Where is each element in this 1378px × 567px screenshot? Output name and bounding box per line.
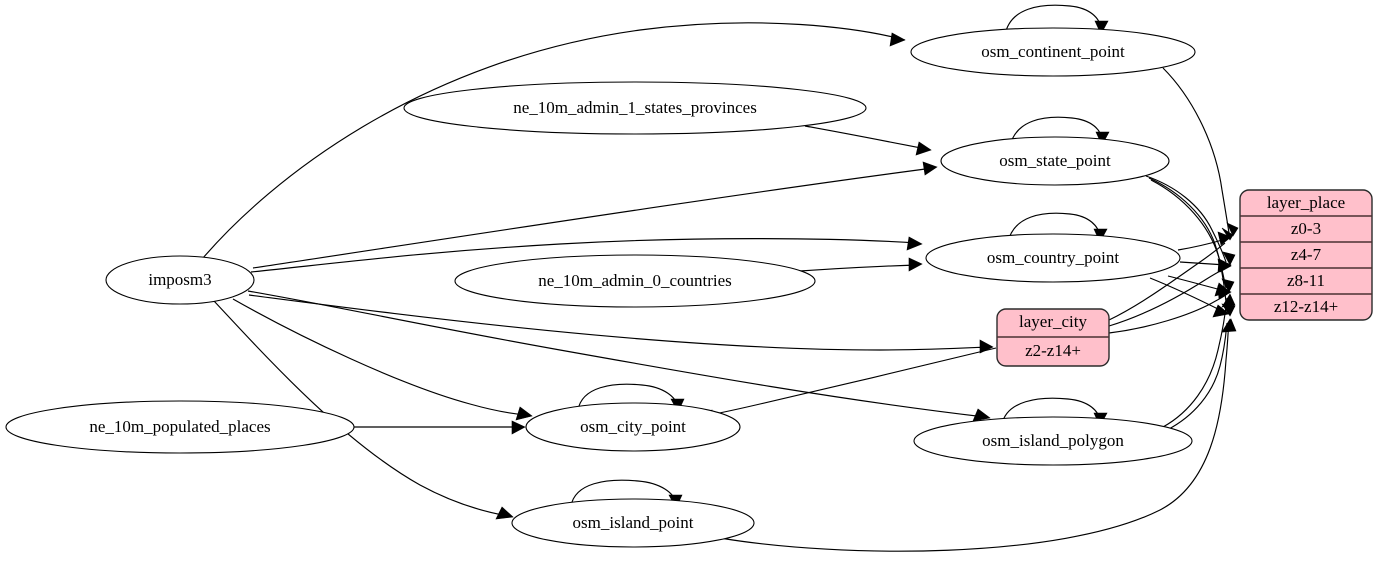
node-ne_10m_admin_0_countries[interactable]: ne_10m_admin_0_countries [454,254,816,308]
layer_place-row-z0-3-label: z0-3 [1291,219,1321,238]
edge-osm_island_point-to-layer_place-z12-z14 [719,318,1237,552]
node-layer_place[interactable]: layer_place z0-3 z4-7 z8-11 z12-z14+ [1239,189,1373,321]
edge-imposm3-to-osm_continent_point [202,22,906,259]
edge-layer_city-to-layer_place-z0-3 [1108,227,1234,321]
edge-ne_10m_admin_0_countries-to-osm_country_point [799,257,923,272]
edge-ne_10m_admin_1_states_provinces-to-osm_state_point [804,125,932,156]
node-osm_city_point[interactable]: osm_city_point [525,402,741,452]
layer_place-row-z4-7-label: z4-7 [1291,245,1322,264]
node-ne_10m_admin_1_states_provinces-label: ne_10m_admin_1_states_provinces [513,98,757,117]
edge-ne_10m_populated_places-to-osm_city_point [354,420,526,435]
layer_place-header-label: layer_place [1267,193,1345,212]
node-imposm3-label: imposm3 [148,270,211,289]
node-osm_state_point-label: osm_state_point [999,151,1111,170]
node-layer_city[interactable]: layer_city z2-z14+ [996,308,1110,367]
edge-imposm3-to-osm_city_point [232,298,533,421]
edge-osm_country_point-to-layer_place-z12-z14 [1149,277,1230,318]
edge-layer_city-to-layer_place-z4-7 [1108,258,1232,327]
node-osm_continent_point-label: osm_continent_point [981,42,1125,61]
layer_place-row-z8-11-label: z8-11 [1287,271,1325,290]
edge-imposm3-to-osm_island_point [213,300,514,520]
ellipse-node-layer: imposm3 ne_10m_populated_places ne_10m_a… [5,27,1196,548]
layer_city-header-label: layer_city [1019,312,1087,331]
node-ne_10m_populated_places[interactable]: ne_10m_populated_places [5,400,355,454]
edge-layer_city-to-layer_place-z8-11 [1108,285,1232,334]
node-ne_10m_admin_1_states_provinces[interactable]: ne_10m_admin_1_states_provinces [403,81,867,135]
layer_place-row-z12-z14-label: z12-z14+ [1274,297,1338,316]
edge-imposm3-to-osm_state_point [252,161,938,269]
edge-osm_country_point-to-layer_place-z0-3 [1177,231,1232,251]
node-osm_island_polygon-label: osm_island_polygon [982,431,1124,450]
layer_city-row-z2-z14-label: z2-z14+ [1025,341,1081,360]
node-imposm3[interactable]: imposm3 [105,255,255,305]
node-ne_10m_populated_places-label: ne_10m_populated_places [89,417,270,436]
node-osm_country_point[interactable]: osm_country_point [925,233,1181,283]
edge-osm_state_point-to-layer_place-z4-7 [1145,175,1236,266]
node-osm_city_point-label: osm_city_point [580,417,686,436]
node-osm_island_point-label: osm_island_point [573,513,694,532]
edge-osm_continent_point-to-layer_place-z0-3 [1162,67,1239,237]
edge-imposm3-to-osm_country_point [250,236,923,273]
node-osm_island_point[interactable]: osm_island_point [511,498,755,548]
record-node-layer: layer_place z0-3 z4-7 z8-11 z12-z14+ lay… [996,189,1373,367]
node-osm_island_polygon[interactable]: osm_island_polygon [913,416,1193,466]
edge-osm_state_point-to-layer_place-z8-11 [1148,177,1235,293]
edge-osm_island_polygon-to-layer_place-z8-11 [1162,293,1236,428]
node-ne_10m_admin_0_countries-label: ne_10m_admin_0_countries [538,271,732,290]
node-osm_country_point-label: osm_country_point [987,248,1119,267]
edge-layer_city-to-osm_city_point [698,347,997,424]
node-osm_state_point[interactable]: osm_state_point [940,136,1170,186]
edge-imposm3-to-osm_island_polygon [247,290,991,422]
edge-osm_continent_point-self-loop [1004,4,1109,36]
node-osm_continent_point[interactable]: osm_continent_point [910,27,1196,77]
